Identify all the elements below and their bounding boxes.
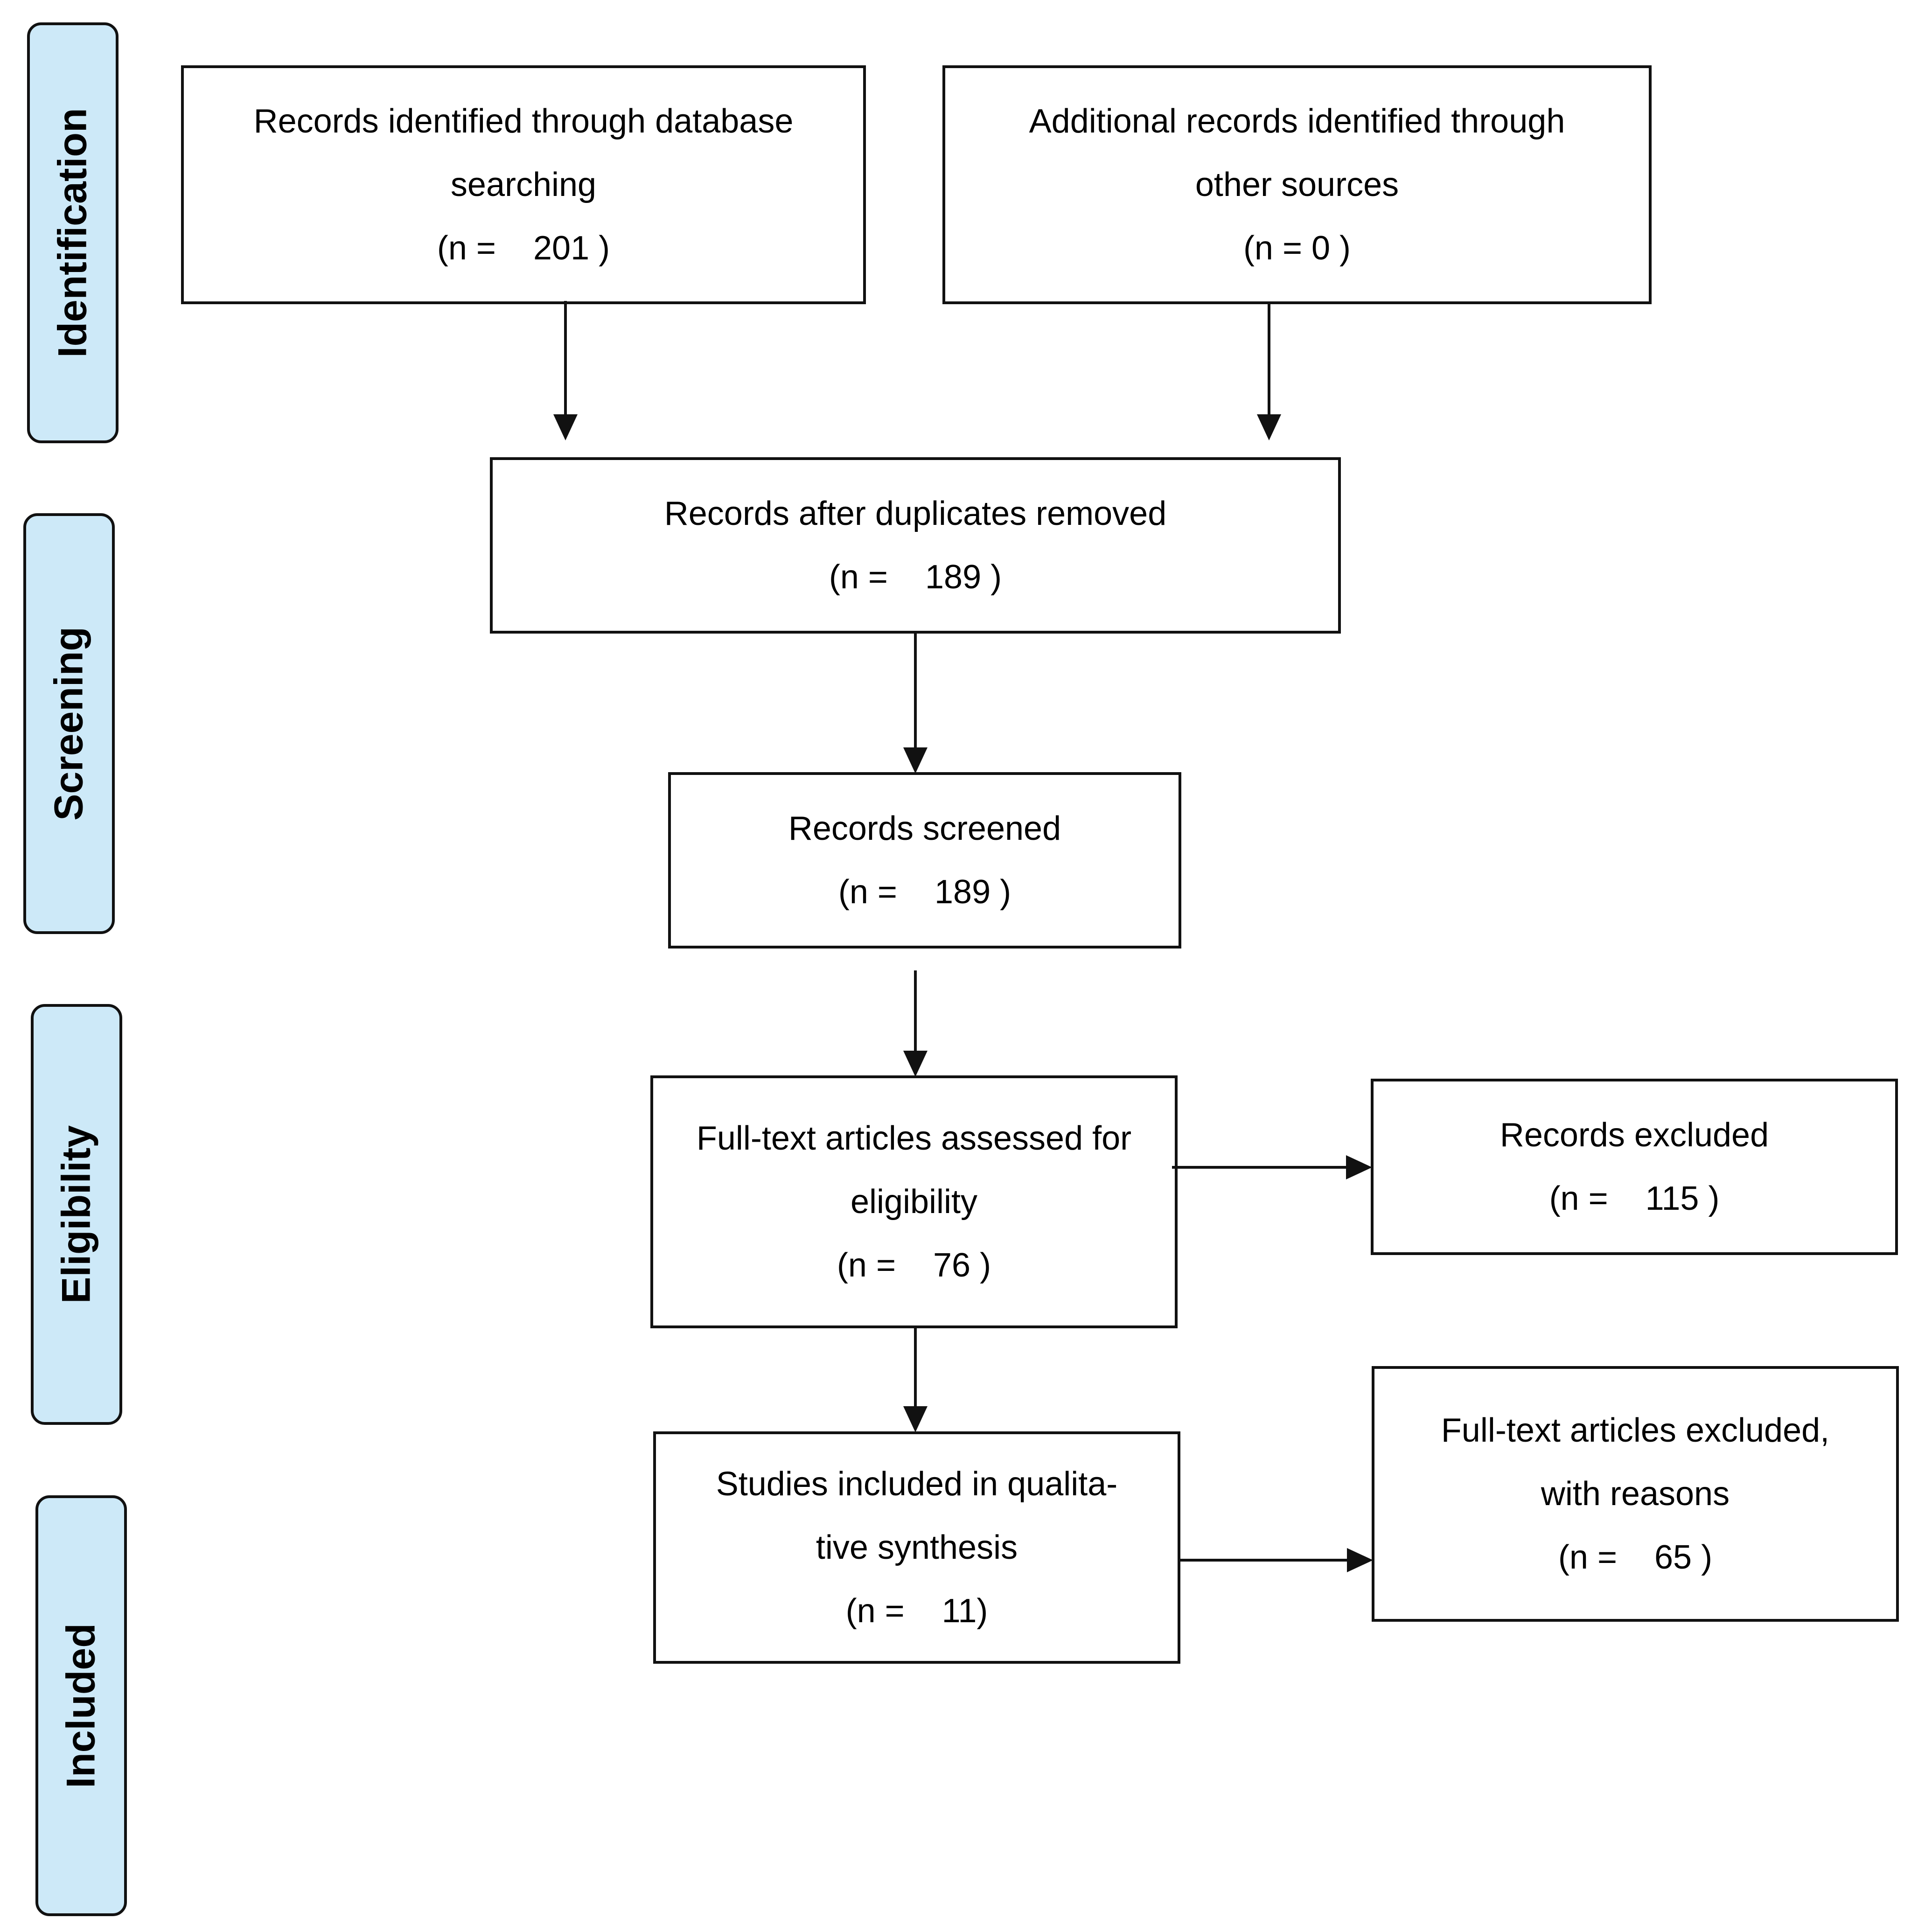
box-full-text-assessed: Full-text articles assessed for eligibil… — [650, 1075, 1178, 1328]
included-synthesis-line2: tive synthesis — [816, 1529, 1018, 1566]
full-text-excluded-line1: Full-text articles excluded, — [1441, 1412, 1830, 1449]
records-excluded-count: (n = 115 ) — [1549, 1180, 1720, 1217]
box-records-screened: Records screened (n = 189 ) — [668, 772, 1181, 949]
other-sources-line1: Additional records identified through — [1029, 103, 1565, 140]
box-records-excluded: Records excluded (n = 115 ) — [1371, 1079, 1898, 1255]
duplicates-removed-count: (n = 189 ) — [829, 558, 1002, 596]
other-sources-line2: other sources — [1195, 166, 1399, 203]
arrowhead-other — [1257, 414, 1281, 440]
database-search-line2: searching — [450, 166, 597, 203]
box-other-sources: Additional records identified through ot… — [942, 65, 1652, 304]
phase-identification: Identification — [27, 22, 119, 443]
phase-included: Included — [35, 1495, 127, 1916]
duplicates-removed-line1: Records after duplicates removed — [664, 495, 1167, 532]
database-search-count: (n = 201 ) — [437, 230, 610, 267]
arrowhead-records-excluded — [1346, 1155, 1372, 1179]
full-text-assessed-count: (n = 76 ) — [837, 1247, 991, 1284]
records-screened-line1: Records screened — [788, 810, 1061, 847]
full-text-assessed-line1: Full-text articles assessed for — [696, 1120, 1132, 1157]
full-text-assessed-line2: eligibility — [850, 1183, 978, 1221]
full-text-excluded-line2: with reasons — [1541, 1475, 1730, 1513]
box-included-synthesis: Studies included in qualita- tive synthe… — [653, 1431, 1180, 1664]
full-text-excluded-count: (n = 65 ) — [1558, 1539, 1713, 1576]
phase-eligibility: Eligibility — [31, 1004, 122, 1425]
phase-screening: Screening — [23, 513, 115, 934]
box-full-text-excluded: Full-text articles excluded, with reason… — [1372, 1366, 1899, 1622]
records-screened-count: (n = 189 ) — [838, 873, 1011, 911]
arrowhead-database — [553, 414, 578, 440]
box-duplicates-removed: Records after duplicates removed (n = 18… — [490, 457, 1341, 634]
records-excluded-line1: Records excluded — [1500, 1116, 1769, 1154]
included-synthesis-line1: Studies included in qualita- — [716, 1465, 1118, 1503]
arrowhead-duplicates — [903, 747, 928, 774]
arrowhead-assessed — [903, 1406, 928, 1432]
arrowhead-screened — [903, 1051, 928, 1077]
included-synthesis-count: (n = 11) — [845, 1592, 988, 1630]
other-sources-count: (n = 0 ) — [1243, 230, 1351, 267]
box-database-search: Records identified through database sear… — [181, 65, 866, 304]
database-search-line1: Records identified through database — [253, 103, 794, 140]
arrowhead-fulltext-excluded — [1347, 1548, 1373, 1572]
